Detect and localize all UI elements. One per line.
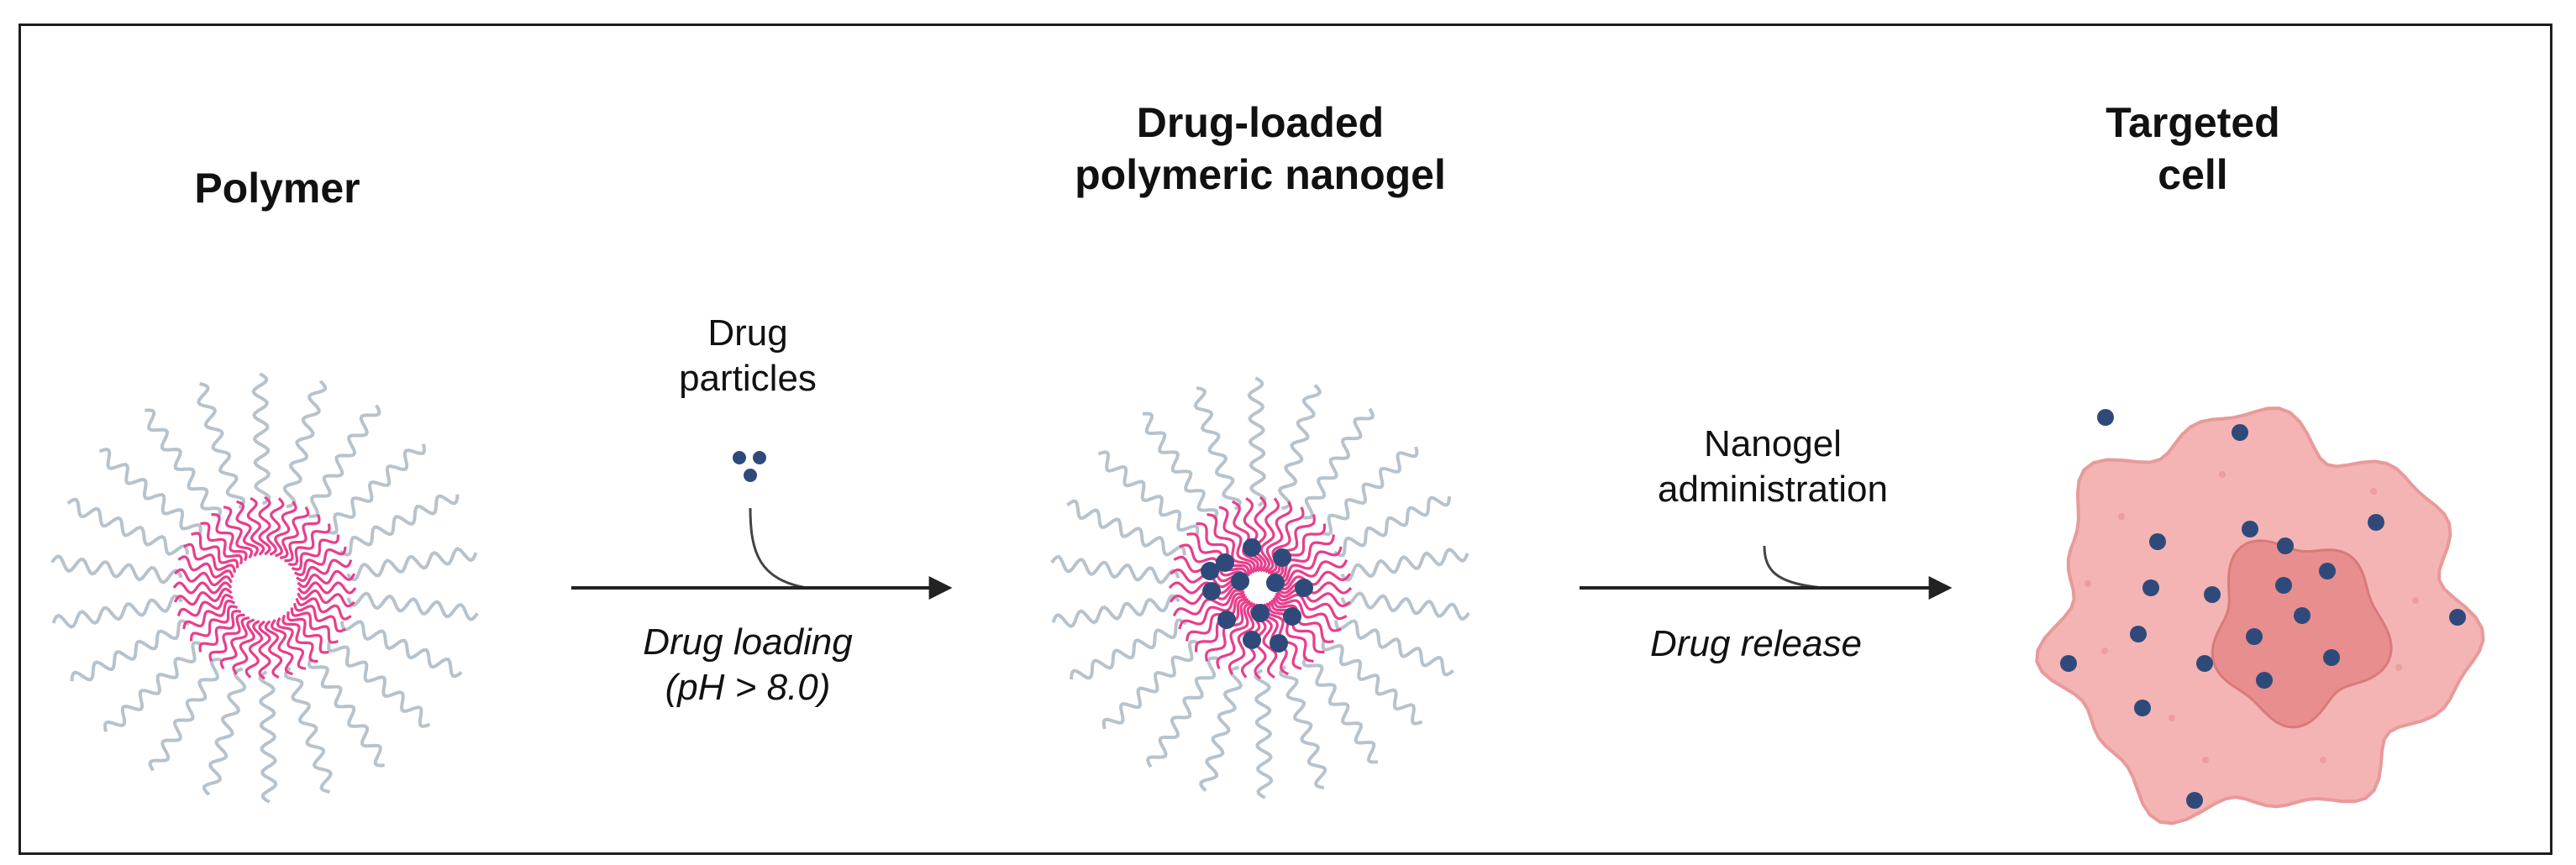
cell-heading-line1: Targeted [2105, 99, 2280, 146]
drug-loading-label: Drug loading (pH > 8.0) [588, 620, 907, 710]
nanogel-heading-line1: Drug-loaded [1136, 99, 1385, 146]
polymer-heading: Polymer [194, 165, 360, 212]
drug-particles-icon [733, 451, 766, 482]
nanogel-administration-label: Nanogel administration [1596, 422, 1949, 512]
polymer-micelle-icon [50, 372, 479, 804]
drug-loading-label-line2: (pH > 8.0) [665, 667, 831, 708]
drug-loading-curve [749, 507, 807, 590]
drug-particles-label-line2: particles [679, 358, 817, 399]
drug-particles-label: Drug particles [655, 311, 840, 401]
nanogel-administration-label-line1: Nanogel [1704, 423, 1842, 464]
drug-release-curve [1763, 545, 1824, 590]
loaded-nanogel-icon [1050, 376, 1470, 799]
cell-heading-line2: cell [2158, 151, 2228, 198]
drug-loading-label-line1: Drug loading [643, 621, 853, 663]
nanogel-heading: Drug-loaded polymeric nanogel [966, 97, 1554, 201]
nanogel-administration-label-line2: administration [1658, 469, 1888, 510]
nanogel-heading-line2: polymeric nanogel [1075, 151, 1446, 198]
cell-heading: Targeted cell [2067, 97, 2319, 201]
drug-particles-label-line1: Drug [707, 312, 788, 354]
targeted-cell-icon [2035, 406, 2485, 826]
drug-release-label: Drug release [1650, 623, 1862, 664]
